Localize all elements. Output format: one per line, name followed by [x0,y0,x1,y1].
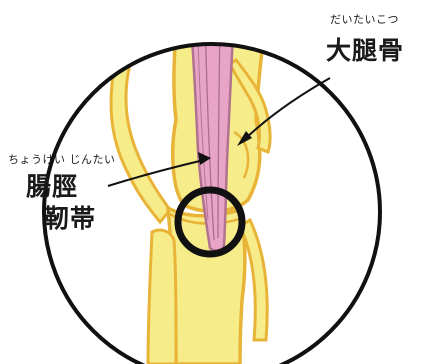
femur-reading-label: だいたいこつ [330,14,399,25]
outer-bone-left [111,50,170,222]
magnified-view [111,0,270,364]
itb-reading-label: ちょうけい じんたい [8,154,116,165]
itb-label-line1: 腸脛 [26,174,78,199]
femur-label: 大腿骨 [326,38,404,63]
fibula-bone [148,230,176,364]
itb-label-line2: 靭帯 [44,206,96,231]
